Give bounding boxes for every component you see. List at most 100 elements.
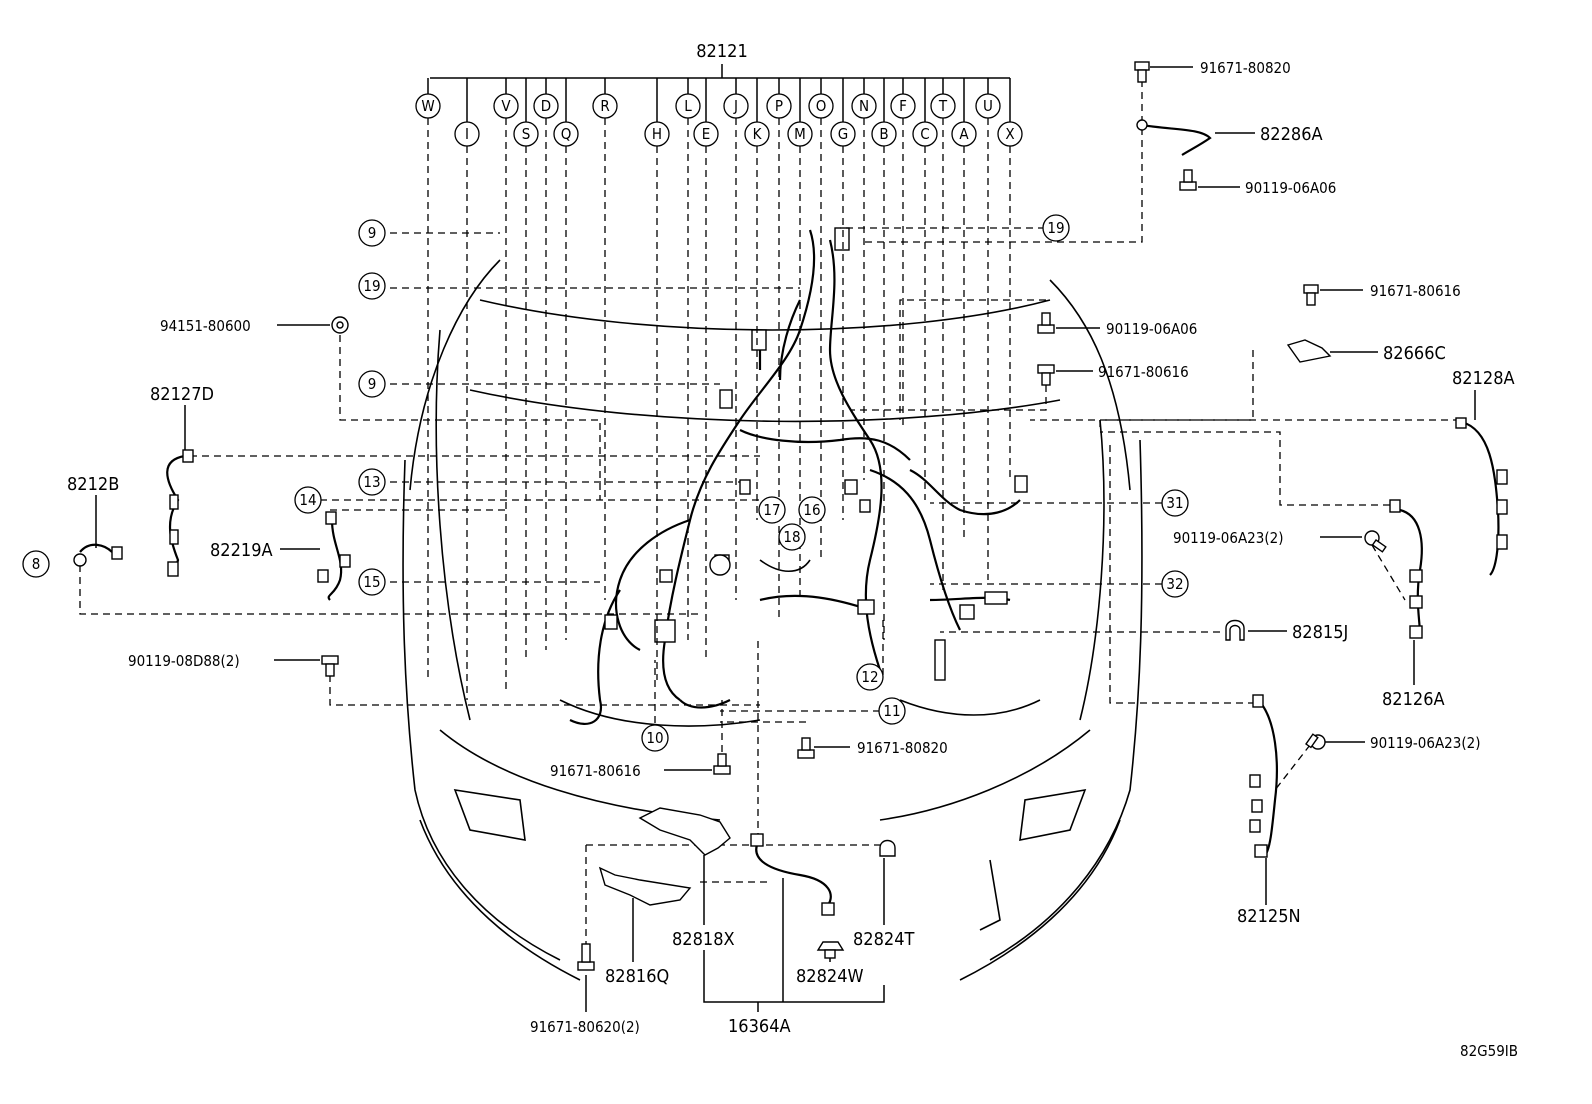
letter-circle-M [787, 121, 813, 147]
callout-10: 10 [646, 729, 663, 747]
letter-callout-A: A [959, 125, 969, 143]
part-label-90119-06A06-mid: 90119-06A06 [1106, 320, 1197, 338]
letter-circle-V [493, 93, 519, 119]
part-label-8212B: 8212B [67, 474, 119, 495]
bolt-90119-08D88-icon [321, 655, 339, 677]
part-label-90119-06A06-top: 90119-06A06 [1245, 179, 1336, 197]
letter-circle-P [766, 93, 792, 119]
letter-callout-B: B [879, 125, 888, 143]
letter-callout-N: N [859, 97, 869, 115]
letter-callout-I: I [465, 125, 469, 143]
bolt-90119-06A23-a-icon [1364, 530, 1387, 553]
part-sketches [73, 61, 1508, 971]
callout-9-mid: 9 [368, 375, 377, 393]
callout-13: 13 [363, 473, 380, 491]
callout-15: 15 [363, 573, 380, 591]
harness-82126A-icon [1389, 499, 1423, 639]
harness-82219A-icon [317, 511, 351, 601]
letter-circle-S [513, 121, 539, 147]
letter-callout-J: J [733, 97, 738, 115]
bolt-91671-80620-icon [577, 943, 595, 971]
letter-circle-Q [553, 121, 579, 147]
callout-32: 32 [1166, 575, 1183, 593]
letter-callout-O: O [816, 97, 827, 115]
part-label-90119-06A23-b: 90119-06A23(2) [1370, 734, 1480, 752]
letter-callout-M: M [794, 125, 806, 143]
vehicle-body-outline [402, 259, 1143, 981]
part-label-82121: 82121 [696, 41, 748, 62]
bracket-82818X-icon [638, 807, 731, 856]
bolt-91671-80616-mid-icon [1037, 364, 1055, 386]
letter-circle-X [997, 121, 1023, 147]
letter-callout-H: H [652, 125, 662, 143]
callout-19-right: 19 [1047, 219, 1064, 237]
letter-circle-E [693, 121, 719, 147]
letter-callout-T: T [938, 97, 948, 115]
letter-callout-K: K [753, 125, 763, 143]
part-label-82126A: 82126A [1382, 689, 1445, 710]
callout-9-top: 9 [368, 224, 377, 242]
part-label-91671-80820-top: 91671-80820 [1200, 59, 1291, 77]
harness-82125N-icon [1249, 694, 1278, 858]
letter-circle-A [951, 121, 977, 147]
part-label-82219A: 82219A [210, 540, 273, 561]
part-label-82128A: 82128A [1452, 368, 1515, 389]
part-label-91671-80820-bottom: 91671-80820 [857, 739, 948, 757]
letter-callout-V: V [501, 97, 511, 115]
letter-circle-O [808, 93, 834, 119]
bolt-91671-80820-top-icon [1134, 61, 1150, 83]
part-label-90119-06A23-a: 90119-06A23(2) [1173, 529, 1283, 547]
letter-callout-G: G [838, 125, 848, 143]
callout-17: 17 [763, 501, 780, 519]
callout-16: 16 [803, 501, 820, 519]
callout-31: 31 [1166, 494, 1183, 512]
part-label-82824T: 82824T [853, 929, 915, 950]
part-label-82125N: 82125N [1237, 906, 1301, 927]
letter-circle-F [890, 93, 916, 119]
harness-82128A-icon [1455, 417, 1508, 576]
part-label-82815J: 82815J [1292, 622, 1348, 643]
letter-circle-G [830, 121, 856, 147]
callout-18: 18 [783, 528, 800, 546]
letter-circle-T [930, 93, 956, 119]
bolt-91671-80616-bottom-icon [713, 753, 731, 775]
part-label-94151-80600: 94151-80600 [160, 317, 251, 335]
letter-circle-D [533, 93, 559, 119]
harness-82824T-icon [750, 833, 896, 916]
clip-94151-80600-icon [331, 316, 349, 334]
main-wire-harness [569, 227, 1028, 726]
bolt-91671-80616-right-icon [1303, 284, 1319, 306]
letter-circle-N [851, 93, 877, 119]
bolt-90119-06A06-top-icon [1179, 169, 1197, 191]
leader-lines [79, 80, 1460, 945]
label-leaders [95, 66, 1476, 1012]
letter-circle-J [723, 93, 749, 119]
part-label-16364A: 16364A [728, 1016, 791, 1037]
letter-circle-I [454, 121, 480, 147]
bracket-82666C-icon [1286, 339, 1332, 363]
callout-19-left: 19 [363, 277, 380, 295]
letter-callout-F: F [899, 97, 907, 115]
letter-circle-K [744, 121, 770, 147]
part-label-82824W: 82824W [796, 966, 864, 987]
letter-callout-Q: Q [561, 125, 572, 143]
number-callouts: 9 19 19 9 13 14 15 8 17 16 18 31 32 12 1… [22, 214, 1189, 752]
harness-82127D-icon [166, 449, 194, 577]
callout-14: 14 [299, 491, 316, 509]
diagram-code: 82G59IB [1460, 1042, 1518, 1060]
letter-circle-B [871, 121, 897, 147]
bolt-90119-06A23-b-icon [1305, 733, 1326, 750]
part-label-91671-80620: 91671-80620(2) [530, 1018, 640, 1036]
harness-82286A-icon [1136, 119, 1212, 156]
part-label-91671-80616-right: 91671-80616 [1370, 282, 1461, 300]
letter-circle-H [644, 121, 670, 147]
callout-8: 8 [32, 555, 41, 573]
letter-callout-R: R [600, 97, 609, 115]
part-label-91671-80616-bottom: 91671-80616 [550, 762, 641, 780]
letter-callout-X: X [1005, 125, 1014, 143]
letter-circle-L [675, 93, 701, 119]
letter-circle-C [912, 121, 938, 147]
bolt-90119-06A06-mid-icon [1037, 312, 1055, 334]
